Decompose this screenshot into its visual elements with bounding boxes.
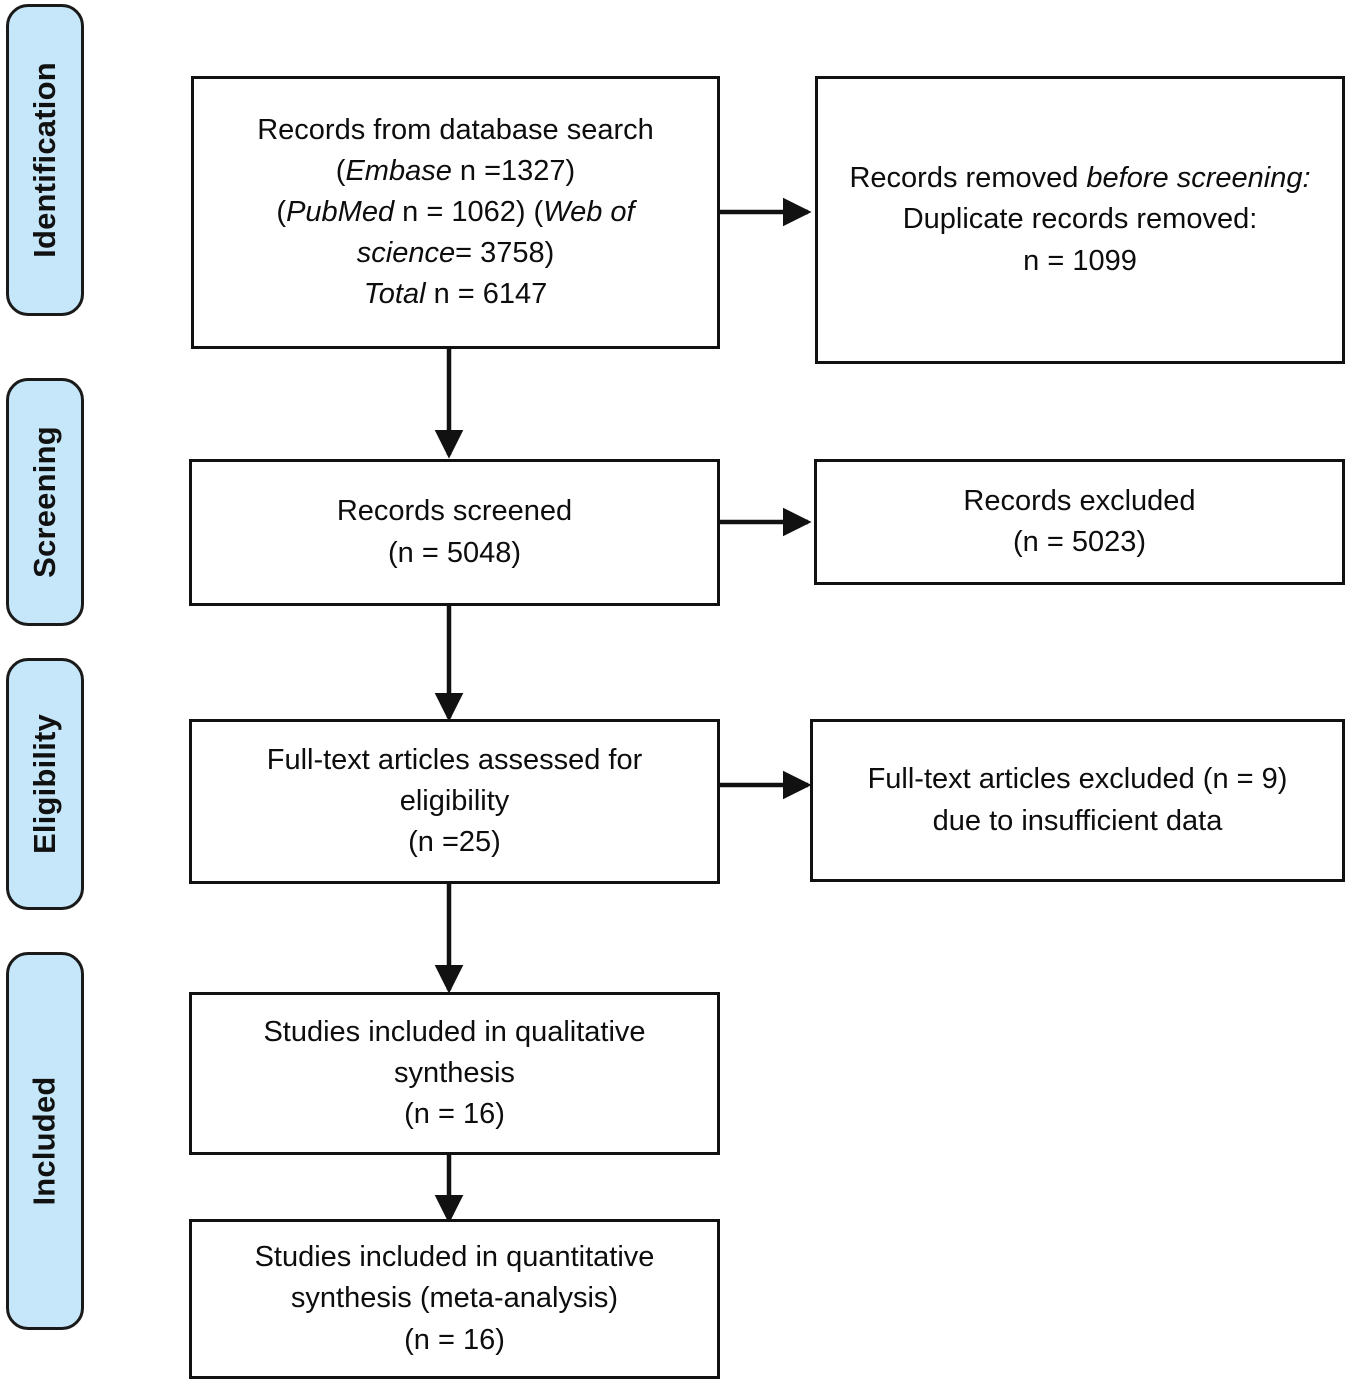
line-pubmed-webofscience: (PubMed n = 1062) (Web of [276,195,635,228]
line-quantitative-count: (n = 16) [404,1323,505,1356]
line-records-screened-count: (n = 5048) [387,536,521,569]
phase-label-eligibility-text: Eligibility [27,714,62,854]
line-total: Total n = 6147 [363,278,548,311]
source-pubmed: PubMed [286,195,395,228]
box-records-identified-text: Records from database search (Embase n =… [243,110,668,316]
line-records-from-database-search: Records from database search [257,113,654,146]
box-records-excluded: Records excluded (n = 5023) [814,459,1345,585]
box-records-removed-text: Records removed before screening: Duplic… [835,158,1324,282]
line-science-count: science= 3758) [356,237,555,270]
line-embase: (Embase n =1327) [335,154,576,187]
line-qualitative-count: (n = 16) [404,1098,505,1131]
box-records-screened-text: Records screened (n = 5048) [323,491,586,573]
line-records-excluded: Records excluded [963,484,1196,517]
line-fulltext-excluded: Full-text articles excluded (n = 9) [867,763,1288,796]
box-fulltext-excluded-text: Full-text articles excluded (n = 9) due … [854,759,1302,841]
line-duplicate-records-removed: Duplicate records removed: [902,203,1258,236]
phase-label-identification-text: Identification [27,62,62,258]
line-records-removed: Records removed before screening: [849,162,1311,195]
box-fulltext-assessed: Full-text articles assessed for eligibil… [189,719,720,884]
emph-before-screening: before screening: [1086,162,1311,195]
box-qualitative-synthesis: Studies included in qualitative synthesi… [189,992,720,1155]
box-fulltext-excluded: Full-text articles excluded (n = 9) due … [810,719,1345,882]
source-web-of-science: Web of [543,195,635,228]
box-quantitative-synthesis-text: Studies included in quantitative synthes… [241,1237,669,1361]
line-records-excluded-count: (n = 5023) [1012,526,1146,558]
box-records-excluded-text: Records excluded (n = 5023) [949,481,1209,563]
phase-label-screening-text: Screening [27,426,62,578]
line-quantitative-synthesis: synthesis (meta-analysis) [290,1282,619,1315]
line-duplicates-count: n = 1099 [1023,244,1137,277]
phase-label-identification: Identification [6,4,84,316]
box-records-identified: Records from database search (Embase n =… [191,76,720,349]
box-qualitative-synthesis-text: Studies included in qualitative synthesi… [249,1012,659,1136]
line-qualitative-synthesis: synthesis [394,1056,515,1089]
phase-label-eligibility: Eligibility [6,658,84,910]
box-quantitative-synthesis: Studies included in quantitative synthes… [189,1219,720,1379]
line-fulltext-excluded-reason: due to insufficient data [932,804,1223,837]
box-records-screened: Records screened (n = 5048) [189,459,720,606]
line-quantitative-included: Studies included in quantitative [254,1241,655,1274]
line-fulltext-assessed-count: (n =25) [408,826,501,859]
box-fulltext-assessed-text: Full-text articles assessed for eligibil… [253,740,657,864]
line-records-screened: Records screened [336,495,573,528]
source-embase: Embase [345,154,452,187]
line-fulltext-assessed: Full-text articles assessed for [266,743,643,776]
line-qualitative-included: Studies included in qualitative [263,1015,646,1048]
phase-label-screening: Screening [6,378,84,626]
phase-label-included: Included [6,952,84,1330]
box-records-removed-before-screening: Records removed before screening: Duplic… [815,76,1345,364]
phase-label-included-text: Included [27,1076,62,1206]
line-eligibility: eligibility [399,784,510,817]
